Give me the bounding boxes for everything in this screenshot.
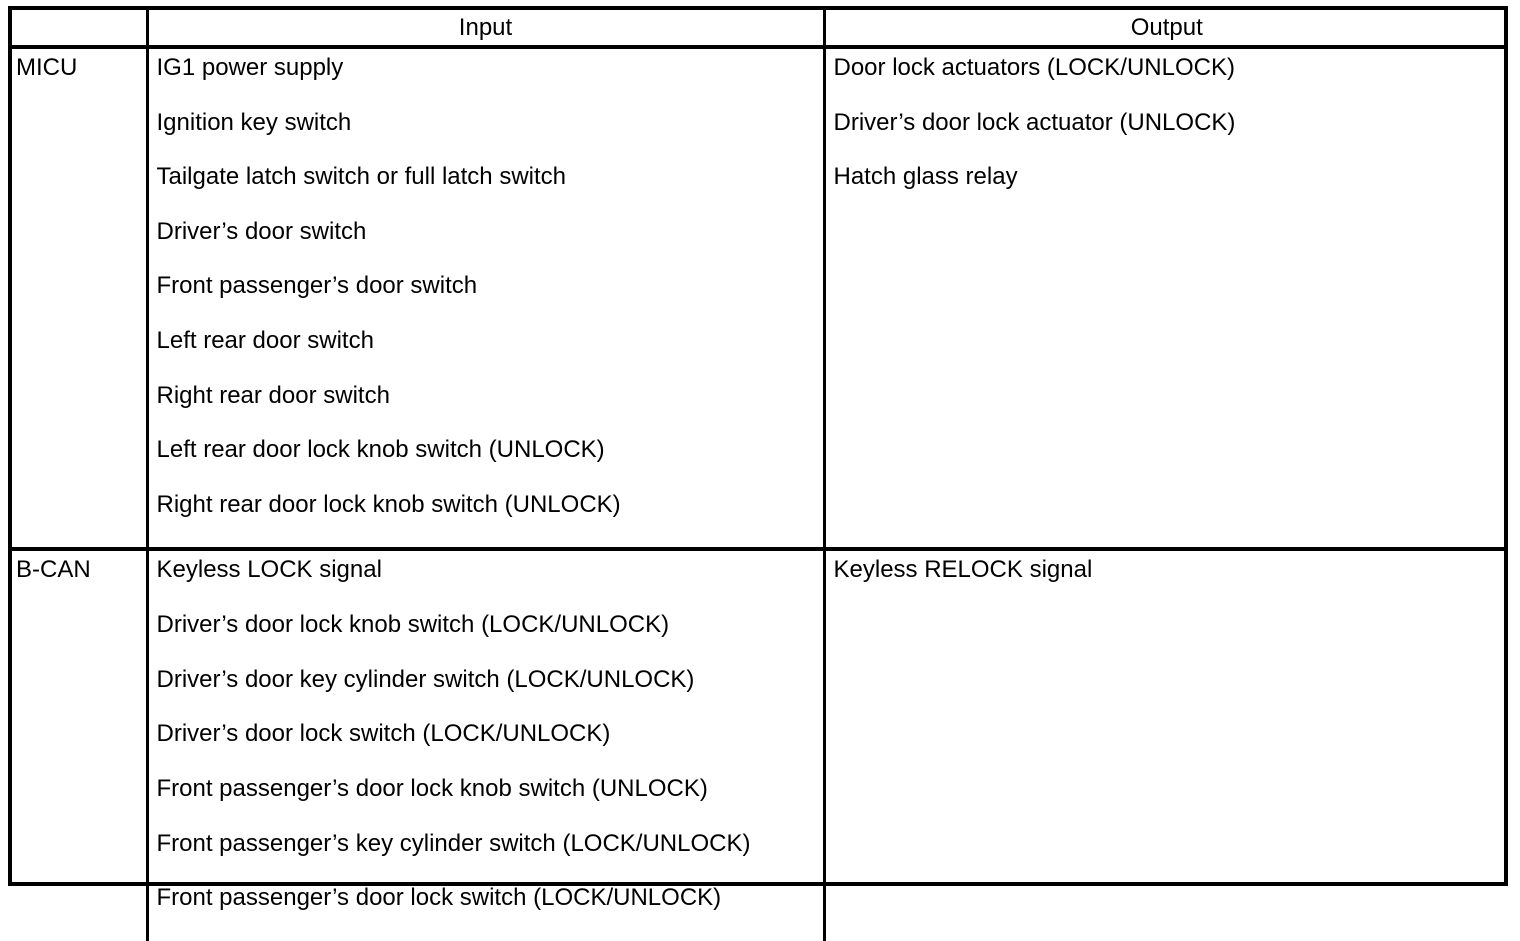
column-header-input: Input [147,10,826,49]
list-item: Door lock actuators (LOCK/UNLOCK) [833,54,1235,81]
system-label-micu: MICU [16,54,78,81]
list-item: Ignition key switch [156,108,352,136]
input-list-bcan: Keyless LOCK signal Driver’s door lock k… [157,558,823,941]
system-label-bcan: B-CAN [16,556,91,584]
page-canvas: Input Output MICU IG1 power supply Ignit… [8,6,1508,941]
list-item: Left rear door switch [156,326,374,354]
column-header-system [12,10,149,49]
table-row-micu: MICU IG1 power supply Ignition key switc… [12,47,1509,552]
list-item: Hatch glass relay [833,163,1018,191]
list-item: Driver’s door key cylinder switch (LOCK/… [156,665,695,693]
table-row-bcan: B-CAN Keyless LOCK signal Driver’s door … [12,549,1508,941]
output-list-bcan: Keyless RELOCK signal [834,558,1509,613]
list-item: Front passenger’s key cylinder switch (L… [156,829,751,857]
column-header-output: Output [824,10,1508,49]
input-output-table: Input Output MICU IG1 power supply Ignit… [12,10,1508,941]
list-item: Keyless LOCK signal [156,556,382,584]
output-cell-bcan: Keyless RELOCK signal [824,549,1508,941]
input-cell-micu: IG1 power supply Ignition key switch Tai… [147,47,826,552]
list-item: Driver’s door switch [156,217,367,245]
list-item: Tailgate latch switch or full latch swit… [156,163,567,191]
table-body: MICU IG1 power supply Ignition key switc… [12,47,1508,941]
io-table-frame: Input Output MICU IG1 power supply Ignit… [8,6,1508,941]
list-item: Front passenger’s door lock switch (LOCK… [156,884,722,912]
input-list-micu: IG1 power supply Ignition key switch Tai… [157,56,823,547]
output-list-micu: Door lock actuators (LOCK/UNLOCK) Driver… [834,56,1509,220]
list-item: Left rear door lock knob switch (UNLOCK) [156,436,605,464]
list-item: Front passenger’s door switch [156,272,478,300]
header-row: Input Output [12,10,1508,49]
list-item: IG1 power supply [156,54,344,81]
list-item: Right rear door lock knob switch (UNLOCK… [156,490,621,518]
list-item: Front passenger’s door lock knob switch … [156,775,708,803]
system-cell-micu: MICU [12,47,149,552]
list-item: Driver’s door lock switch (LOCK/UNLOCK) [156,720,611,748]
system-cell-bcan: B-CAN [12,549,149,941]
table-header: Input Output [12,10,1508,49]
output-cell-micu: Door lock actuators (LOCK/UNLOCK) Driver… [824,47,1509,552]
list-item: Driver’s door lock actuator (UNLOCK) [833,108,1236,136]
list-item: Right rear door switch [156,381,390,409]
list-item: Keyless RELOCK signal [833,556,1093,584]
list-item: Driver’s door lock knob switch (LOCK/UNL… [156,611,670,639]
input-cell-bcan: Keyless LOCK signal Driver’s door lock k… [147,549,826,941]
